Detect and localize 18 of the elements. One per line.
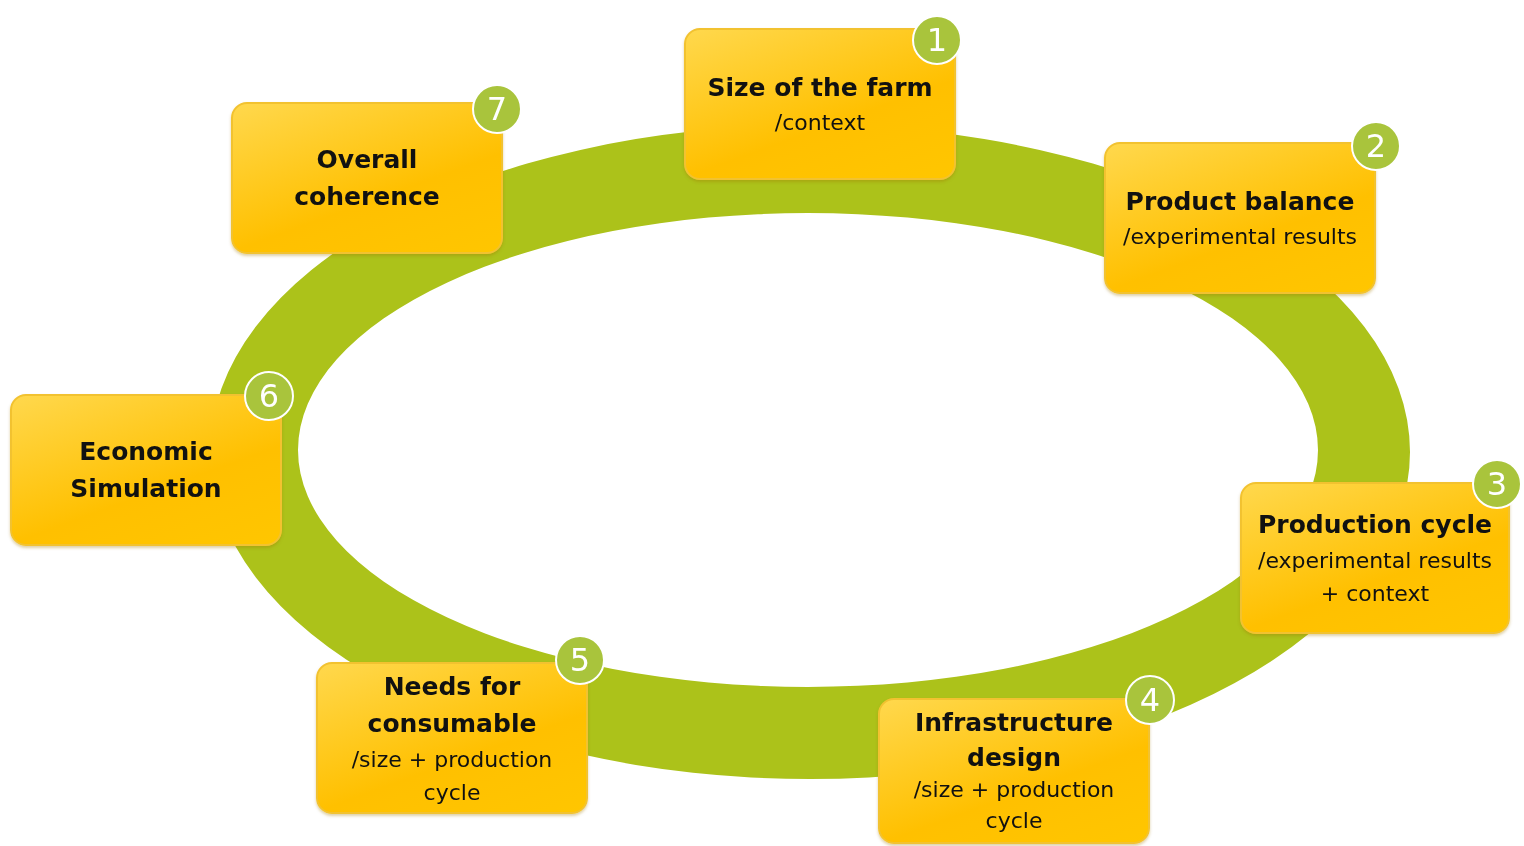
step-title: Economic Simulation	[69, 435, 223, 505]
step-title: Product balance	[1125, 185, 1355, 218]
step-title: Infrastructure design	[914, 707, 1114, 775]
step-title: Size of the farm	[707, 71, 933, 104]
step-note: /experimental results	[1122, 223, 1358, 252]
step-number-badge: 7	[472, 84, 522, 134]
step-note: /experimental results + context	[1256, 546, 1494, 608]
step-title: Needs for consumable	[366, 670, 538, 740]
step-note: /size + production cycle	[912, 776, 1116, 835]
step-number-badge: 5	[555, 635, 605, 685]
step-box	[684, 28, 956, 180]
step-title: Overall coherence	[293, 143, 441, 213]
step-number-badge: 1	[912, 15, 962, 65]
step-number-badge: 2	[1351, 121, 1401, 171]
step-note: /context	[774, 109, 866, 138]
step-number-badge: 3	[1472, 459, 1522, 509]
step-title: Production cycle	[1258, 509, 1492, 542]
step-note: /size + production cycle	[350, 745, 554, 807]
